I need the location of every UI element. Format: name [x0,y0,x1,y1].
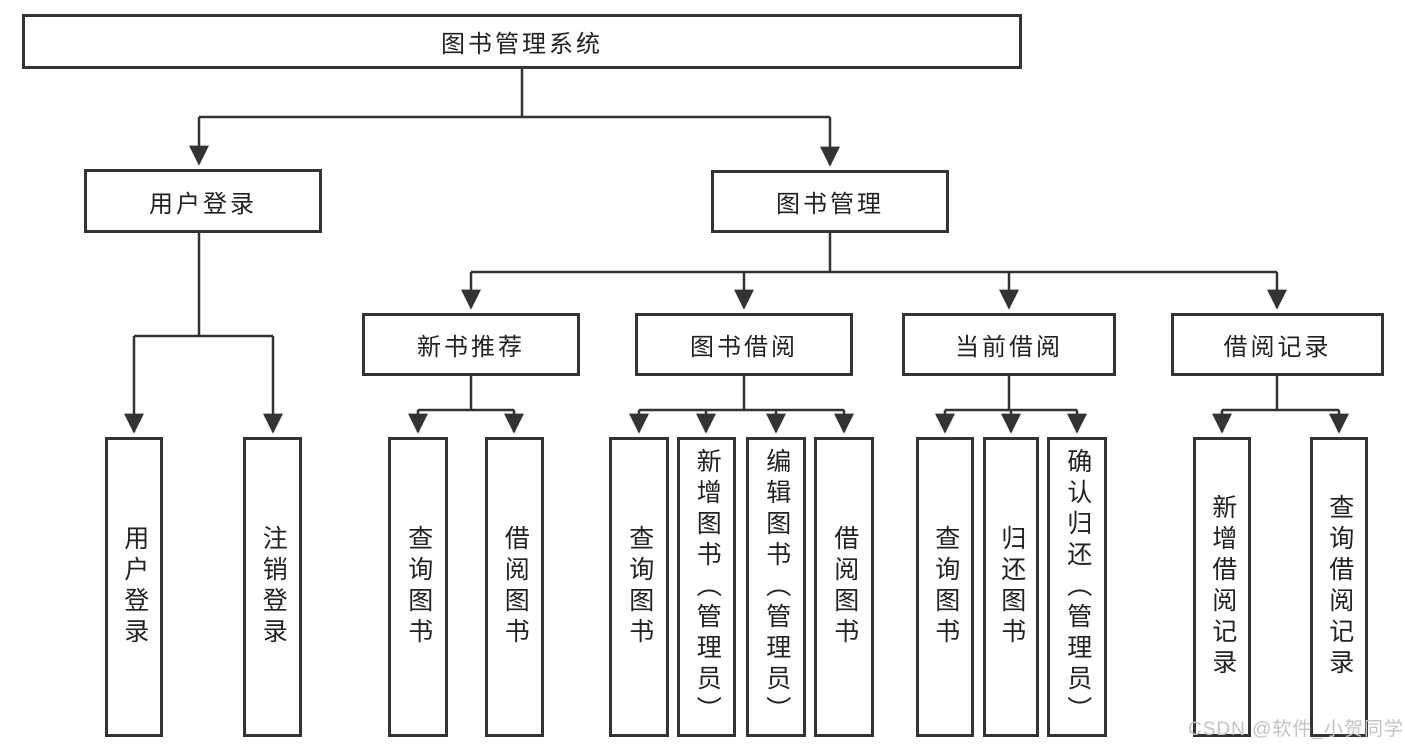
leaf-bb-edit-book-admin: 编辑图书（管理员） [746,437,806,737]
leaf-nb-borrow-book: 借阅图书 [485,437,544,737]
leaf-label: 确认归还（管理员） [1063,447,1092,727]
leaf-bb-borrow-book: 借阅图书 [814,437,874,737]
borrow-record-node: 借阅记录 [1171,313,1384,376]
new-book-recommend-node: 新书推荐 [362,313,580,376]
leaf-br-query-record: 查询借阅记录 [1310,437,1368,737]
leaf-br-add-record: 新增借阅记录 [1193,437,1251,737]
leaf-label: 查询图书 [625,525,654,649]
root-node: 图书管理系统 [22,14,1022,69]
leaf-logout: 注销登录 [243,437,302,737]
book-management-branch-node: 图书管理 [711,170,949,233]
leaf-label: 查询图书 [404,525,433,649]
leaf-cb-confirm-return-admin: 确认归还（管理员） [1047,437,1107,737]
leaf-label: 注销登录 [259,525,288,649]
leaf-nb-query-book: 查询图书 [388,437,448,737]
leaf-label: 用户登录 [120,525,149,649]
leaf-user-login: 用户登录 [105,437,163,737]
leaf-cb-query-book: 查询图书 [916,437,974,737]
leaf-label: 借阅图书 [830,525,859,649]
user-login-branch-node: 用户登录 [84,169,322,233]
leaf-bb-query-book: 查询图书 [609,437,669,737]
leaf-label: 新增图书（管理员） [693,447,722,727]
current-borrow-node: 当前借阅 [902,313,1116,376]
leaf-bb-add-book-admin: 新增图书（管理员） [677,437,736,737]
leaf-label: 新增借阅记录 [1208,494,1237,680]
leaf-label: 编辑图书（管理员） [762,447,791,727]
leaf-label: 查询借阅记录 [1325,494,1354,680]
leaf-label: 借阅图书 [501,525,530,649]
leaf-label: 归还图书 [997,525,1026,649]
csdn-watermark: CSDN @软件_小贺同学 [1188,719,1404,740]
book-borrow-node: 图书借阅 [635,313,853,376]
leaf-label: 查询图书 [931,525,960,649]
leaf-cb-return-book: 归还图书 [983,437,1039,737]
